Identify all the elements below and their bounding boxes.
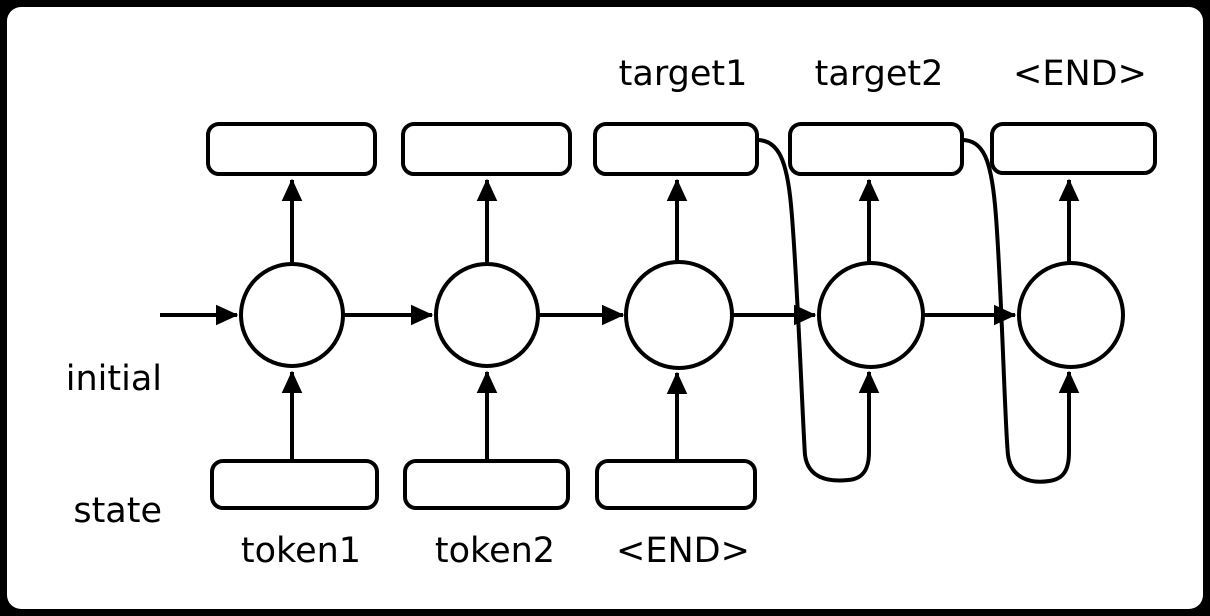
rnn-cell-1 bbox=[239, 262, 345, 368]
input-label-token1: token1 bbox=[240, 531, 362, 571]
input-box-2 bbox=[403, 459, 570, 510]
output-box-1 bbox=[206, 122, 377, 176]
initial-state-label: initial state bbox=[27, 269, 162, 609]
output-box-4 bbox=[788, 122, 964, 176]
rnn-cell-3 bbox=[624, 260, 734, 370]
initial-state-label-line2: state bbox=[73, 491, 162, 531]
input-box-1 bbox=[210, 459, 379, 510]
input-label-token2: token2 bbox=[434, 531, 556, 571]
output-box-2 bbox=[401, 122, 572, 176]
feedback-edge-4-to-5 bbox=[961, 138, 1080, 484]
rnn-cell-2 bbox=[434, 262, 540, 368]
diagram-canvas: initial state target1 target2 <END> toke… bbox=[7, 7, 1203, 609]
output-box-5 bbox=[990, 122, 1157, 175]
rnn-cell-5 bbox=[1017, 261, 1125, 369]
input-label-end: <END> bbox=[616, 531, 750, 571]
initial-state-label-line1: initial bbox=[65, 359, 162, 399]
feedback-edge-3-to-4 bbox=[756, 138, 880, 483]
output-label-target2: target2 bbox=[814, 54, 944, 94]
output-label-target1: target1 bbox=[618, 54, 748, 94]
output-box-3 bbox=[593, 122, 759, 176]
output-label-end: <END> bbox=[1013, 54, 1147, 94]
diagram-svg bbox=[160, 122, 1157, 510]
rnn-cell-4 bbox=[817, 261, 925, 369]
input-box-3 bbox=[595, 459, 757, 510]
